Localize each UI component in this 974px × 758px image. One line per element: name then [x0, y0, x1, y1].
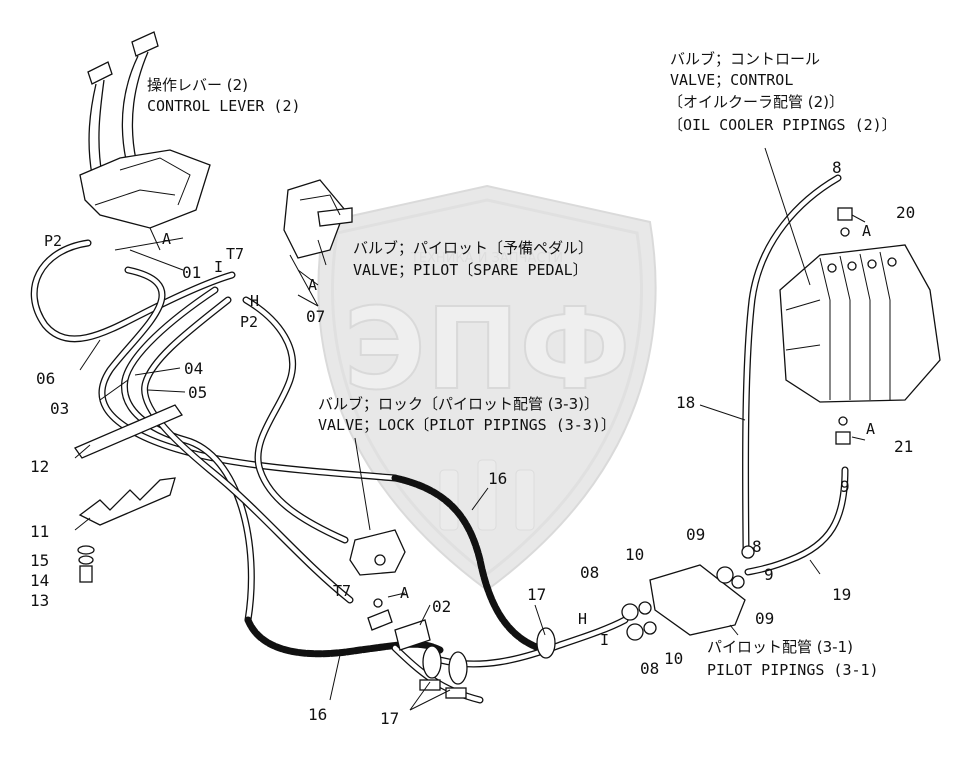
part-number-18: 18: [676, 393, 695, 412]
watermark-wheat-icon: [439, 459, 535, 531]
port-label-p2-left: P2: [44, 232, 62, 250]
port-label-a-21: A: [866, 420, 875, 438]
part-number-17-upper: 17: [527, 585, 546, 604]
part-number-12: 12: [30, 457, 49, 476]
part-number-04: 04: [184, 359, 203, 378]
hose-16-lower: [244, 616, 444, 658]
port-labels: P2 P2 T7 T7 I I H H A A A A A: [44, 222, 875, 649]
part-number-08-lower: 08: [640, 659, 659, 678]
control-lever-label-en: CONTROL LEVER (2): [147, 97, 301, 115]
port-label-a-lever: A: [162, 230, 171, 248]
watermark-shield: ЭПФ ТЕХНИКА И ЗАПЧАСТИ: [317, 184, 657, 592]
part-number-01: 01: [182, 263, 201, 282]
lock-valve: [349, 529, 406, 576]
part-number-17-lower: 17: [380, 709, 399, 728]
callout-control-lever: 操作レバー (2) CONTROL LEVER (2): [147, 76, 301, 115]
port-label-p2-center: P2: [240, 313, 258, 331]
part-number-13: 13: [30, 591, 49, 610]
control-lever-label-jp: 操作レバー (2): [147, 76, 248, 94]
part-number-08-upper: 08: [580, 563, 599, 582]
part-number-16-lower: 16: [308, 705, 327, 724]
callout-valve-lock: バルブ；ロック〔パイロット配管 (3-3)〕 VALVE；LOCK〔PILOT …: [318, 395, 616, 434]
pipe-19: [744, 466, 849, 576]
port-label-i-upper: I: [214, 258, 223, 276]
part-number-06: 06: [36, 369, 55, 388]
pipe-03: [98, 266, 399, 482]
valve-lock-label-jp: バルブ；ロック〔パイロット配管 (3-3)〕: [318, 395, 599, 413]
fittings-08-10: [621, 601, 657, 641]
part-number-09-upper: 09: [686, 525, 705, 544]
port-label-a-02: A: [400, 584, 409, 602]
watermark-brand: ЭПФ: [344, 285, 631, 415]
oil-cooler-label-en: 〔OIL COOLER PIPINGS (2)〕: [668, 116, 897, 134]
clamp-17: [419, 627, 556, 699]
fitting-20: [837, 207, 853, 237]
port-label-t7-upper: T7: [226, 245, 244, 263]
callout-valve-pilot: バルブ；パイロット〔予備ペダル〕 VALVE；PILOT〔SPARE PEDAL…: [353, 239, 593, 279]
part-number-15: 15: [30, 551, 49, 570]
part-number-05: 05: [188, 383, 207, 402]
port-label-a-20: A: [862, 222, 871, 240]
valve-lock-label-en: VALVE；LOCK〔PILOT PIPINGS (3-3)〕: [318, 416, 616, 434]
part-number-8-top: 8: [832, 158, 842, 177]
part-number-03: 03: [50, 399, 69, 418]
valve-control-label-en: VALVE；CONTROL: [670, 71, 793, 89]
part-number-21: 21: [894, 437, 913, 456]
part-number-09-lower: 09: [755, 609, 774, 628]
valve-control-label-jp: バルブ；コントロール: [670, 50, 820, 68]
clamp-11: [78, 477, 176, 526]
part-number-10-upper: 10: [625, 545, 644, 564]
port-label-h-lower: H: [578, 610, 587, 628]
control-lever-assembly: [79, 31, 211, 251]
pilot-pipings-label-en: PILOT PIPINGS (3-1): [707, 661, 879, 679]
leader-lines: [74, 147, 866, 711]
pipe-05: [141, 296, 354, 604]
valve-pilot-label-jp: バルブ；パイロット〔予備ペダル〕: [353, 239, 593, 257]
hose-16-upper: [391, 474, 549, 654]
bracket-12: [74, 404, 183, 459]
part-number-07: 07: [306, 307, 325, 326]
fitting-21: [835, 416, 851, 445]
pilot-valve-spare-pedal: [283, 179, 353, 266]
port-label-h-upper: H: [250, 292, 259, 310]
port-label-t7-lower: T7: [333, 582, 351, 600]
part-number-9-mid: 9: [764, 565, 774, 584]
part-number-10-lower: 10: [664, 649, 683, 668]
valve-pilot-label-en: VALVE；PILOT〔SPARE PEDAL〕: [353, 261, 588, 279]
pipe-18: [742, 174, 842, 552]
part-number-8-mid: 8: [752, 537, 762, 556]
part-number-02: 02: [432, 597, 451, 616]
part-number-14: 14: [30, 571, 49, 590]
part-number-16-upper: 16: [488, 469, 507, 488]
part-number-9-right: 9: [840, 477, 850, 496]
watermark-subtitle: ТЕХНИКА И ЗАПЧАСТИ: [410, 251, 563, 266]
bolt-13-15: [77, 545, 95, 583]
callout-valve-control: バルブ；コントロール VALVE；CONTROL 〔オイルクーラ配管 (2)〕 …: [668, 50, 897, 134]
pilot-pipings-label-jp: パイロット配管 (3-1): [707, 638, 853, 656]
pipe-06: [30, 239, 236, 343]
port-label-i-lower: I: [600, 631, 609, 649]
callout-pilot-pipings: パイロット配管 (3-1) PILOT PIPINGS (3-1): [707, 638, 879, 679]
part-number-19: 19: [832, 585, 851, 604]
fittings-09: [716, 545, 755, 589]
part-number-20: 20: [896, 203, 915, 222]
oil-cooler-label-jp: 〔オイルクーラ配管 (2)〕: [668, 93, 844, 111]
part-number-11: 11: [30, 522, 49, 541]
fitting-02: [367, 598, 431, 651]
part-numbers: 01 02 03 04 05 06 07 08 08 09 09 10 10 1…: [30, 158, 915, 728]
control-valve-block: [779, 244, 941, 403]
pipe-lock-valve: [242, 296, 349, 544]
port-label-a-pilot: A: [308, 276, 317, 294]
